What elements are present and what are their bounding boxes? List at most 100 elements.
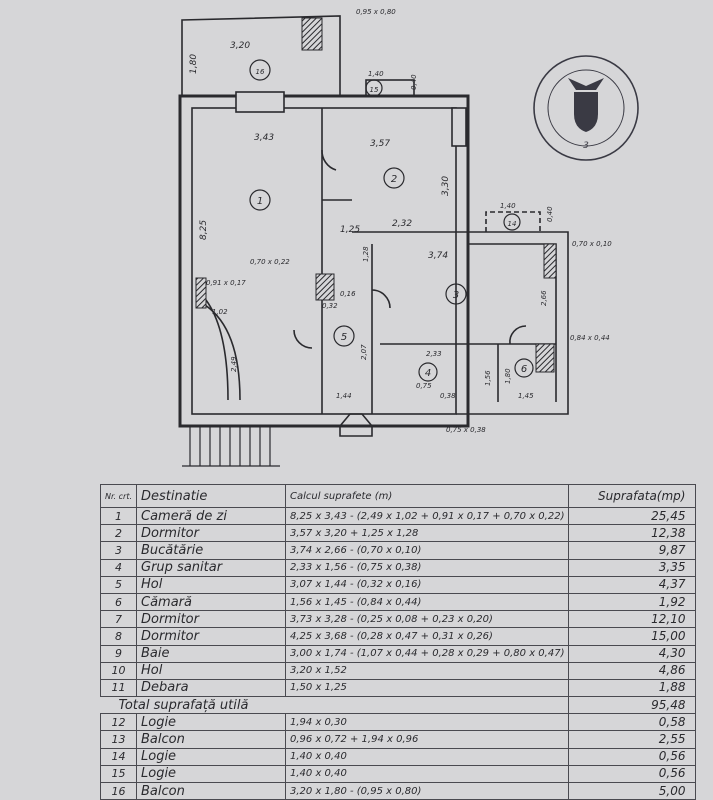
dim-330: 3,30 — [441, 176, 451, 196]
dim-144: 1,44 — [336, 392, 352, 400]
row-calcul: 3,57 x 3,20 + 1,25 x 1,28 — [284, 524, 570, 543]
dim-125: 1,25 — [340, 225, 360, 235]
dim-070x010: 0,70 x 0,10 — [572, 240, 612, 248]
row-calcul: 3,20 x 1,80 - (0,95 x 0,80) — [284, 781, 570, 800]
row-nr: 6 — [100, 592, 137, 612]
row-destinatie: Debara — [136, 678, 286, 698]
dim-095x080: 0,95 x 0,80 — [356, 8, 396, 16]
room-1-number: 1 — [257, 196, 263, 207]
room-6-number: 6 — [521, 364, 527, 375]
row-nr: 12 — [100, 713, 137, 732]
row-calcul: 3,20 x 1,52 — [284, 661, 570, 680]
row-calcul: 3,07 x 1,44 - (0,32 x 0,16) — [284, 575, 570, 594]
row-calcul: 8,25 x 3,43 - (2,49 x 1,02 + 0,91 x 0,17… — [284, 506, 570, 526]
row-suprafata: 12,38 — [568, 524, 697, 543]
stamp-emblem — [574, 92, 598, 132]
table-header-row: Nr. crt. Destinatie Calcul suprafete (m)… — [100, 484, 697, 508]
door-swing-4 — [509, 325, 527, 345]
dim-102: 1,02 — [212, 308, 228, 316]
window-top-1 — [235, 91, 285, 113]
header-destinatie: Destinatie — [136, 484, 286, 508]
outer-wall — [178, 94, 470, 428]
dim-084x044: 0,84 x 0,44 — [570, 334, 610, 342]
row-destinatie: Hol — [136, 575, 286, 594]
dim-266: 2,66 — [540, 290, 548, 306]
header-suprafata: Suprafata(mp) — [568, 484, 697, 508]
dim-040a: 0,40 — [410, 74, 418, 90]
dim-156: 1,56 — [484, 370, 492, 386]
row-suprafata: 15,00 — [568, 627, 697, 646]
dim-207: 2,07 — [360, 344, 368, 360]
floor-plan: 1 2 3 4 5 6 14 15 16 3,20 1,80 0,95 x 0,… — [178, 8, 639, 467]
row-suprafata: 5,00 — [568, 781, 697, 800]
row-suprafata: 2,55 — [568, 730, 697, 749]
row-destinatie: Logie — [136, 713, 286, 732]
official-stamp: 3 — [533, 55, 639, 161]
row-destinatie: Cămară — [136, 592, 286, 612]
row-nr: 3 — [100, 541, 137, 560]
row-nr: 4 — [100, 558, 137, 577]
row-calcul: 3,00 x 1,74 - (1,07 x 0,44 + 0,28 x 0,29… — [284, 644, 570, 663]
row-nr: 13 — [100, 730, 137, 749]
row-nr: 10 — [100, 661, 137, 680]
inner-wall-line — [191, 107, 457, 415]
dim-075x038: 0,75 x 0,38 — [446, 426, 486, 434]
row-calcul: 1,40 x 0,40 — [284, 764, 570, 784]
dim-374: 3,74 — [428, 251, 448, 261]
column-hall — [315, 273, 335, 301]
row-destinatie: Cameră de zi — [136, 506, 286, 526]
dim-032: 0,32 — [322, 302, 338, 310]
row-nr: 7 — [100, 610, 137, 629]
room-15-number: 15 — [370, 86, 379, 94]
dim-070x022: 0,70 x 0,22 — [250, 258, 290, 266]
dim-038: 0,38 — [440, 392, 456, 400]
door-swing-1 — [321, 149, 337, 171]
row-nr: 9 — [100, 644, 137, 663]
row-calcul: 1,50 x 1,25 — [284, 678, 570, 698]
row-suprafata: 25,45 — [568, 506, 697, 526]
dim-320: 3,20 — [230, 41, 250, 51]
row-nr: 2 — [100, 524, 137, 543]
row-nr: 1 — [100, 506, 137, 526]
row-calcul: 1,56 x 1,45 - (0,84 x 0,44) — [284, 592, 570, 612]
row-suprafata: 4,86 — [568, 661, 697, 680]
row-destinatie: Grup sanitar — [136, 558, 286, 577]
row-nr: 5 — [100, 575, 137, 594]
total-label: Total suprafață utilă — [100, 696, 569, 715]
dim-825: 8,25 — [199, 220, 209, 240]
dim-040b: 0,40 — [546, 206, 554, 222]
area-table: Nr. crt. Destinatie Calcul suprafete (m)… — [100, 484, 697, 800]
kitchen-east-wall — [456, 231, 569, 415]
room-16-number: 16 — [256, 68, 265, 76]
room-14-number: 14 — [508, 220, 517, 228]
row-destinatie: Logie — [136, 764, 286, 784]
column-kitchen — [543, 243, 557, 279]
row-calcul: 1,94 x 0,30 — [284, 713, 570, 732]
row-calcul: 3,74 x 2,66 - (0,70 x 0,10) — [284, 541, 570, 560]
row-suprafata: 3,35 — [568, 558, 697, 577]
dim-075: 0,75 — [416, 382, 432, 390]
row-suprafata: 4,30 — [568, 644, 697, 663]
row-nr: 15 — [100, 764, 137, 784]
dim-145: 1,45 — [518, 392, 534, 400]
window-top-2 — [451, 107, 467, 147]
row-nr: 8 — [100, 627, 137, 646]
door-swing-3 — [371, 289, 391, 309]
column-pantry — [535, 343, 555, 373]
row-destinatie: Dormitor — [136, 524, 286, 543]
stair-block — [195, 277, 207, 309]
row-nr: 16 — [100, 781, 137, 800]
row-calcul: 4,25 x 3,68 - (0,28 x 0,47 + 0,31 x 0,26… — [284, 627, 570, 646]
stairs-outside — [182, 425, 280, 467]
